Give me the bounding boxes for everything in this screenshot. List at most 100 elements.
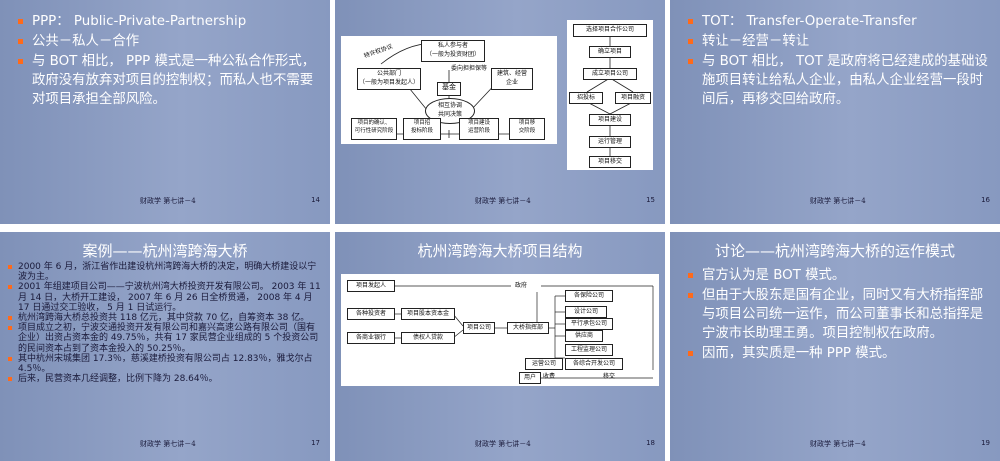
bullet-icon [8, 356, 12, 361]
bullet-icon [18, 19, 23, 24]
page-number: 14 [311, 196, 320, 204]
bullet-item: 2000 年 6 月，浙江省作出建设杭州湾跨海大桥的决定，明确大桥建设以宁波为主… [8, 262, 322, 282]
page-number: 19 [981, 439, 990, 447]
slide-footer: 财政学 第七讲－4 15 [335, 196, 665, 210]
phase-box: 项目招 投标阶段 [403, 118, 441, 140]
phase-box: 项目建设 运营阶段 [459, 118, 499, 140]
bullet-text: 后来，民营资本几经调整，比例下降为 28.64％。 [18, 374, 218, 385]
bullet-text: 转让－经营－转让 [702, 34, 810, 49]
slide-title: 案例——杭州湾跨海大桥 [82, 242, 248, 260]
slide-footer: 财政学 第七讲－4 18 [335, 439, 665, 453]
flow-step: 成立项目公司 [583, 68, 637, 80]
bullet-icon [688, 59, 693, 64]
slide-14[interactable]: PPP： Public-Private-Partnership 公共－私人－合作… [0, 0, 330, 224]
builder-box: 建筑、经营 企业 [491, 68, 533, 90]
bullet-icon [18, 59, 23, 64]
bullet-icon [688, 39, 693, 44]
slide-19[interactable]: 讨论——杭州湾跨海大桥的运作模式 官方认为是 BOT 模式。 但由于大股东是国有… [670, 232, 1000, 461]
bullet-item: 与 BOT 相比， PPP 模式是一种公私合作形式，政府没有放弃对项目的控制权；… [18, 52, 318, 109]
private-participant-box: 私人参与者 （一般为投资财团） [421, 40, 485, 62]
bullet-text: 2000 年 6 月，浙江省作出建设杭州湾跨海大桥的决定，明确大桥建设以宁波为主… [18, 262, 317, 283]
flow-step: 运行管理 [589, 136, 631, 148]
capital-box: 项目股本资本金 [401, 308, 455, 320]
slide-title: 讨论——杭州湾跨海大桥的运作模式 [714, 242, 955, 260]
bullet-item: 与 BOT 相比， TOT 是政府将已经建成的基础设施项目转让给私人企业，由私人… [688, 52, 988, 109]
party-box: 各综合开发公司 [565, 358, 623, 370]
bullet-text: PPP： Public-Private-Partnership [32, 14, 247, 29]
bullet-icon [688, 273, 693, 278]
bullet-item: 其中杭州宋城集团 17.3％，慈溪建桥投资有限公司占 12.83％，雅戈尔占 4… [8, 354, 322, 374]
slide-title: 杭州湾跨海大桥项目结构 [417, 242, 583, 260]
bullet-text: 但由于大股东是国有企业，同时又有大桥指挥部与项目公司统一运作，而公司董事长和总指… [702, 288, 984, 341]
slide-footer: 财政学 第七讲－4 19 [670, 439, 1000, 453]
bullet-item: 后来，民营资本几经调整，比例下降为 28.64％。 [8, 374, 322, 384]
party-box: 各保险公司 [565, 290, 613, 302]
loan-box: 债权人贷款 [401, 332, 455, 344]
bullet-item: 因而，其实质是一种 PPP 模式。 [688, 344, 988, 363]
flow-step: 招投标 [569, 92, 603, 104]
bullet-text: 公共－私人－合作 [32, 34, 140, 49]
flow-step: 项目移交 [589, 156, 631, 168]
bullet-text: 因而，其实质是一种 PPP 模式。 [702, 346, 896, 361]
footer-text: 财政学 第七讲－4 [140, 440, 196, 448]
bullet-item: 杭州湾跨海大桥总投资共 118 亿元，其中贷款 70 亿，自筹资本 38 亿。 [8, 313, 322, 323]
fees-label: 收费 [543, 373, 556, 380]
phase-box: 项目移 交阶段 [509, 118, 545, 140]
flow-step: 项目建设 [589, 114, 631, 126]
government-label: 政府 [515, 282, 528, 289]
bot-participants-diagram: 特许权协议 私人参与者 （一般为投资财团） 委向担担保等 公共部门 （一般为项目… [341, 36, 557, 144]
structure-connectors [395, 285, 654, 379]
users-box: 用户 [519, 372, 541, 384]
flow-step: 项目融资 [615, 92, 651, 104]
bullet-text: 杭州湾跨海大桥总投资共 118 亿元，其中贷款 70 亿，自筹资本 38 亿。 [18, 313, 310, 324]
bullet-text: 其中杭州宋城集团 17.3％，慈溪建桥投资有限公司占 12.83％，雅戈尔占 4… [18, 353, 313, 375]
hq-box: 大桥指挥部 [507, 322, 549, 334]
bullet-text: 2001 年组建项目公司——宁波杭州湾大桥投资开发有限公司。 2003 年 11… [18, 282, 321, 313]
flow-step: 确立项目 [589, 46, 631, 58]
bullet-text: TOT： Transfer-Operate-Transfer [702, 14, 917, 29]
party-box: 设计公司 [565, 306, 607, 318]
guarantee-label: 委向担担保等 [451, 65, 488, 72]
public-sector-box: 公共部门 （一般为项目发起人） [357, 68, 421, 90]
slide-16[interactable]: TOT： Transfer-Operate-Transfer 转让－经营－转让 … [670, 0, 1000, 224]
footer-text: 财政学 第七讲－4 [810, 197, 866, 205]
party-box: 平行承包公司 [565, 318, 613, 330]
bullet-item: 官方认为是 BOT 模式。 [688, 266, 988, 285]
footer-text: 财政学 第七讲－4 [810, 440, 866, 448]
bullet-text: 官方认为是 BOT 模式。 [702, 268, 846, 283]
party-box: 供应商 [565, 330, 603, 342]
banks-box: 各商业银行 [347, 332, 395, 344]
footer-text: 财政学 第七讲－4 [475, 440, 531, 448]
bullet-icon [8, 316, 12, 321]
flow-step: 选择项目合作公司 [573, 24, 647, 37]
bullet-icon [688, 19, 693, 24]
bullet-item: 2001 年组建项目公司——宁波杭州湾大桥投资开发有限公司。 2003 年 11… [8, 282, 322, 313]
bullet-item: 项目成立之初，宁波交通投资开发有限公司和嘉兴高速公路有限公司（国有企业）出资占资… [8, 323, 322, 354]
phase-box: 项目的确认、 可行性研究阶段 [351, 118, 397, 140]
bullet-text: 与 BOT 相比， PPP 模式是一种公私合作形式，政府没有放弃对项目的控制权；… [32, 54, 316, 107]
bullet-text: 项目成立之初，宁波交通投资开发有限公司和嘉兴高速公路有限公司（国有企业）出资占资… [18, 323, 319, 354]
page-number: 15 [646, 196, 655, 204]
bullet-icon [18, 39, 23, 44]
footer-text: 财政学 第七讲－4 [475, 197, 531, 205]
page-number: 18 [646, 439, 655, 447]
bullet-item: 公共－私人－合作 [18, 32, 318, 51]
bot-flowchart: 选择项目合作公司 确立项目 成立项目公司 招投标 项目融资 项目建设 运行管理 … [567, 20, 653, 170]
flow-arrows [586, 36, 634, 156]
fund-box: 基金 [437, 82, 461, 96]
bullet-item: TOT： Transfer-Operate-Transfer [688, 12, 988, 31]
slide-17[interactable]: 案例——杭州湾跨海大桥 2000 年 6 月，浙江省作出建设杭州湾跨海大桥的决定… [0, 232, 330, 461]
slide-footer: 财政学 第七讲－4 14 [0, 196, 330, 210]
project-company-box: 项目公司 [463, 322, 495, 334]
bullet-icon [8, 326, 12, 331]
bullet-item: 但由于大股东是国有企业，同时又有大桥指挥部与项目公司统一运作，而公司董事长和总指… [688, 286, 988, 343]
slide-15[interactable]: 特许权协议 私人参与者 （一般为投资财团） 委向担担保等 公共部门 （一般为项目… [335, 0, 665, 224]
initiator-box: 项目发起人 [347, 280, 395, 292]
footer-text: 财政学 第七讲－4 [140, 197, 196, 205]
page-number: 16 [981, 196, 990, 204]
slide-18[interactable]: 杭州湾跨海大桥项目结构 项目发起人 政府 各种投资者 项目股本资本金 项目公司 … [335, 232, 665, 461]
bullet-item: 转让－经营－转让 [688, 32, 988, 51]
investors-box: 各种投资者 [347, 308, 395, 320]
bullet-icon [688, 351, 693, 356]
